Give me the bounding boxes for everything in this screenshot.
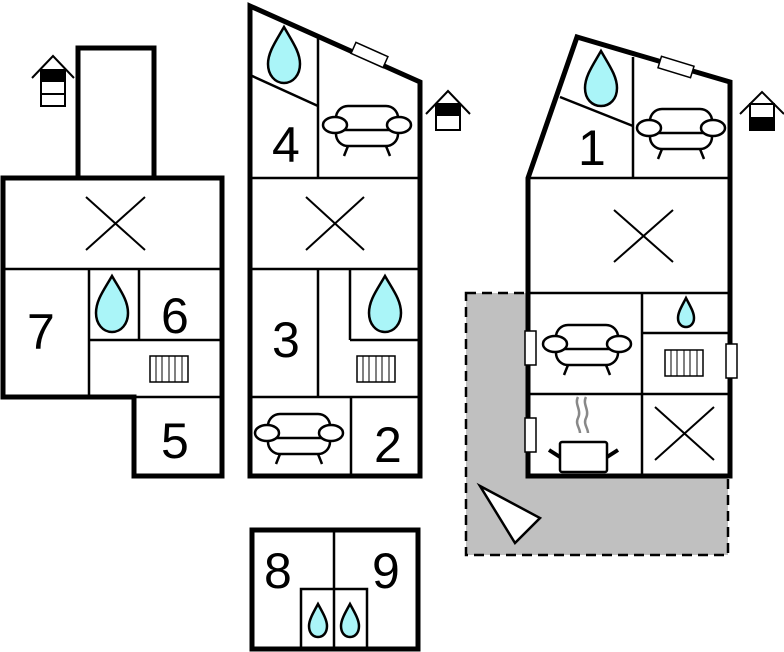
room-label-3: 3 xyxy=(272,312,300,368)
open-space-marker xyxy=(305,196,365,251)
room-label-5: 5 xyxy=(161,413,189,469)
right-building-outline xyxy=(525,33,733,479)
room-label-2: 2 xyxy=(374,417,402,473)
left-building-outline xyxy=(0,175,225,479)
sofa-icon xyxy=(321,104,413,157)
open-space-marker xyxy=(85,196,146,251)
sofa-icon xyxy=(541,323,633,376)
water-drop-icon xyxy=(367,273,403,334)
window-icon xyxy=(524,417,537,453)
water-drop-icon xyxy=(339,601,361,639)
room-label-6: 6 xyxy=(161,288,189,344)
tower-room xyxy=(75,45,157,181)
room-label-1: 1 xyxy=(578,120,606,176)
sofa-icon xyxy=(635,107,727,160)
radiator-icon xyxy=(664,349,704,377)
water-drop-icon xyxy=(583,48,619,108)
window-icon xyxy=(725,343,738,379)
cooking-pot-icon xyxy=(547,396,620,474)
house-level-icon-upper-floor xyxy=(425,89,471,131)
open-space-marker xyxy=(654,406,715,461)
house-level-icon-ground-floor xyxy=(739,90,784,131)
radiator-icon xyxy=(149,355,189,383)
open-space-marker xyxy=(613,209,674,263)
compass-north-arrow-icon xyxy=(476,482,543,546)
water-drop-icon xyxy=(676,295,696,329)
house-level-icon-top-floor xyxy=(31,54,75,107)
radiator-icon xyxy=(356,355,396,383)
window-icon xyxy=(524,330,537,366)
room-label-9: 9 xyxy=(372,543,400,599)
terrace xyxy=(464,291,730,557)
room-label-8: 8 xyxy=(264,543,292,599)
room-label-7: 7 xyxy=(27,304,55,360)
annex-building: 8 9 xyxy=(249,527,421,652)
water-drop-icon xyxy=(94,273,130,334)
left-building: 7 6 5 xyxy=(0,45,225,479)
middle-building: 4 3 2 xyxy=(247,2,471,479)
water-drop-icon xyxy=(307,601,329,639)
sofa-icon xyxy=(253,412,345,465)
room-label-4: 4 xyxy=(272,117,300,173)
right-building: 1 xyxy=(524,33,784,479)
water-drop-icon xyxy=(266,24,302,85)
window-icon xyxy=(350,41,389,69)
window-icon xyxy=(657,55,695,79)
